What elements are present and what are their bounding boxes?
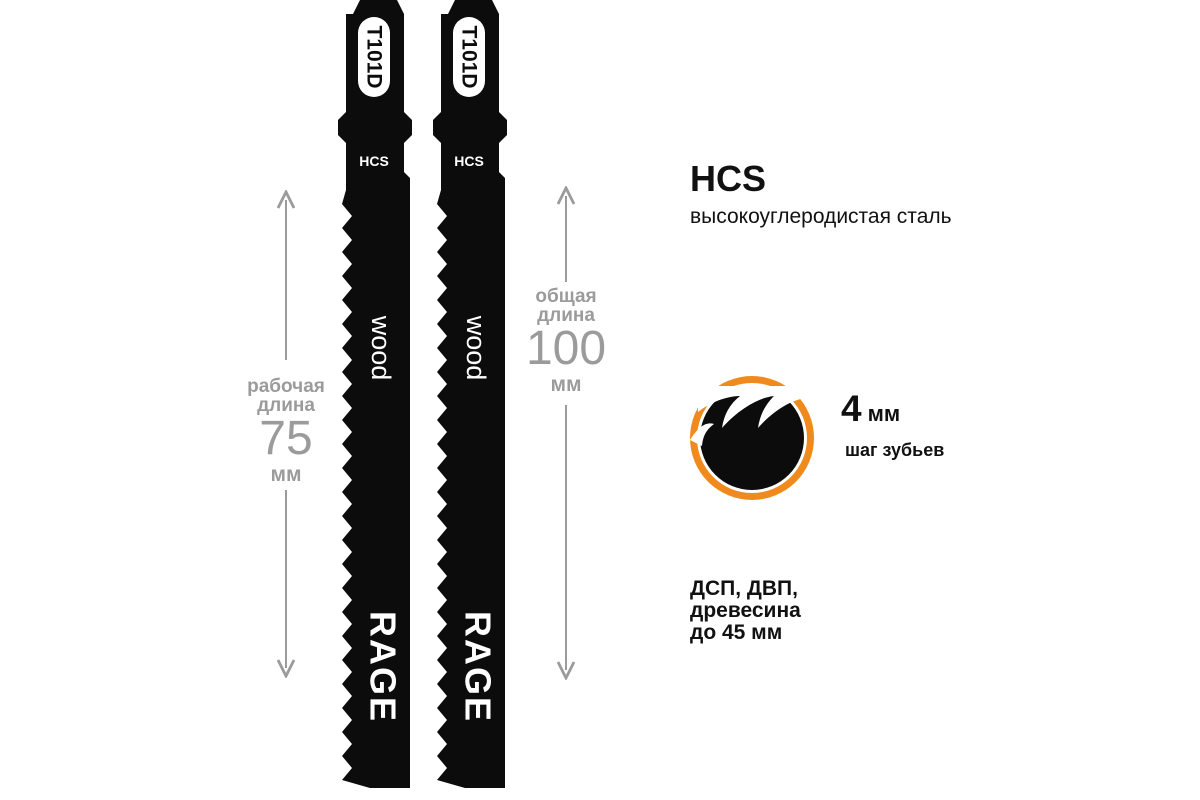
applications-line-3: до 45 мм: [690, 621, 783, 644]
total-length-value: 100: [525, 322, 607, 375]
total-length-label-line1: общая: [535, 286, 597, 307]
tooth-pitch-number: 4: [841, 388, 862, 429]
jigsaw-blade-1: [338, 0, 412, 788]
working-length-label-line1: рабочая: [247, 376, 325, 397]
tooth-pitch-icon: [690, 376, 814, 500]
blade-2-application: wood: [461, 315, 491, 381]
total-length-unit: мм: [550, 373, 582, 396]
total-length-label-line2: длина: [537, 305, 595, 326]
tooth-pitch-unit: мм: [867, 401, 901, 426]
blade-1-application: wood: [366, 315, 396, 381]
blade-2-steel-mark: HCS: [454, 153, 484, 169]
working-length-label-line2: длина: [257, 395, 315, 416]
blade-1-model: T101D: [363, 25, 386, 88]
blade-1-steel-mark: HCS: [359, 153, 389, 169]
working-length-label: рабочая длина 75 мм: [226, 377, 346, 487]
material-name: HCS: [690, 158, 767, 199]
tooth-pitch-label: шаг зубьев: [845, 440, 945, 460]
applications-line-2: древесина: [690, 599, 801, 622]
total-length-label: общая длина 100 мм: [506, 287, 626, 397]
jigsaw-blade-2: [433, 0, 507, 788]
material-description: высокоуглеродистая сталь: [690, 205, 952, 228]
blade-1-brand: RAGE: [363, 611, 404, 723]
working-length-unit: мм: [270, 463, 302, 486]
blade-2-model: T101D: [458, 25, 481, 88]
blade-2-brand: RAGE: [458, 611, 499, 723]
working-length-value: 75: [259, 412, 313, 465]
applications-line-1: ДСП, ДВП,: [690, 577, 798, 600]
applications-text: ДСП, ДВП, древесина до 45 мм: [690, 578, 950, 644]
